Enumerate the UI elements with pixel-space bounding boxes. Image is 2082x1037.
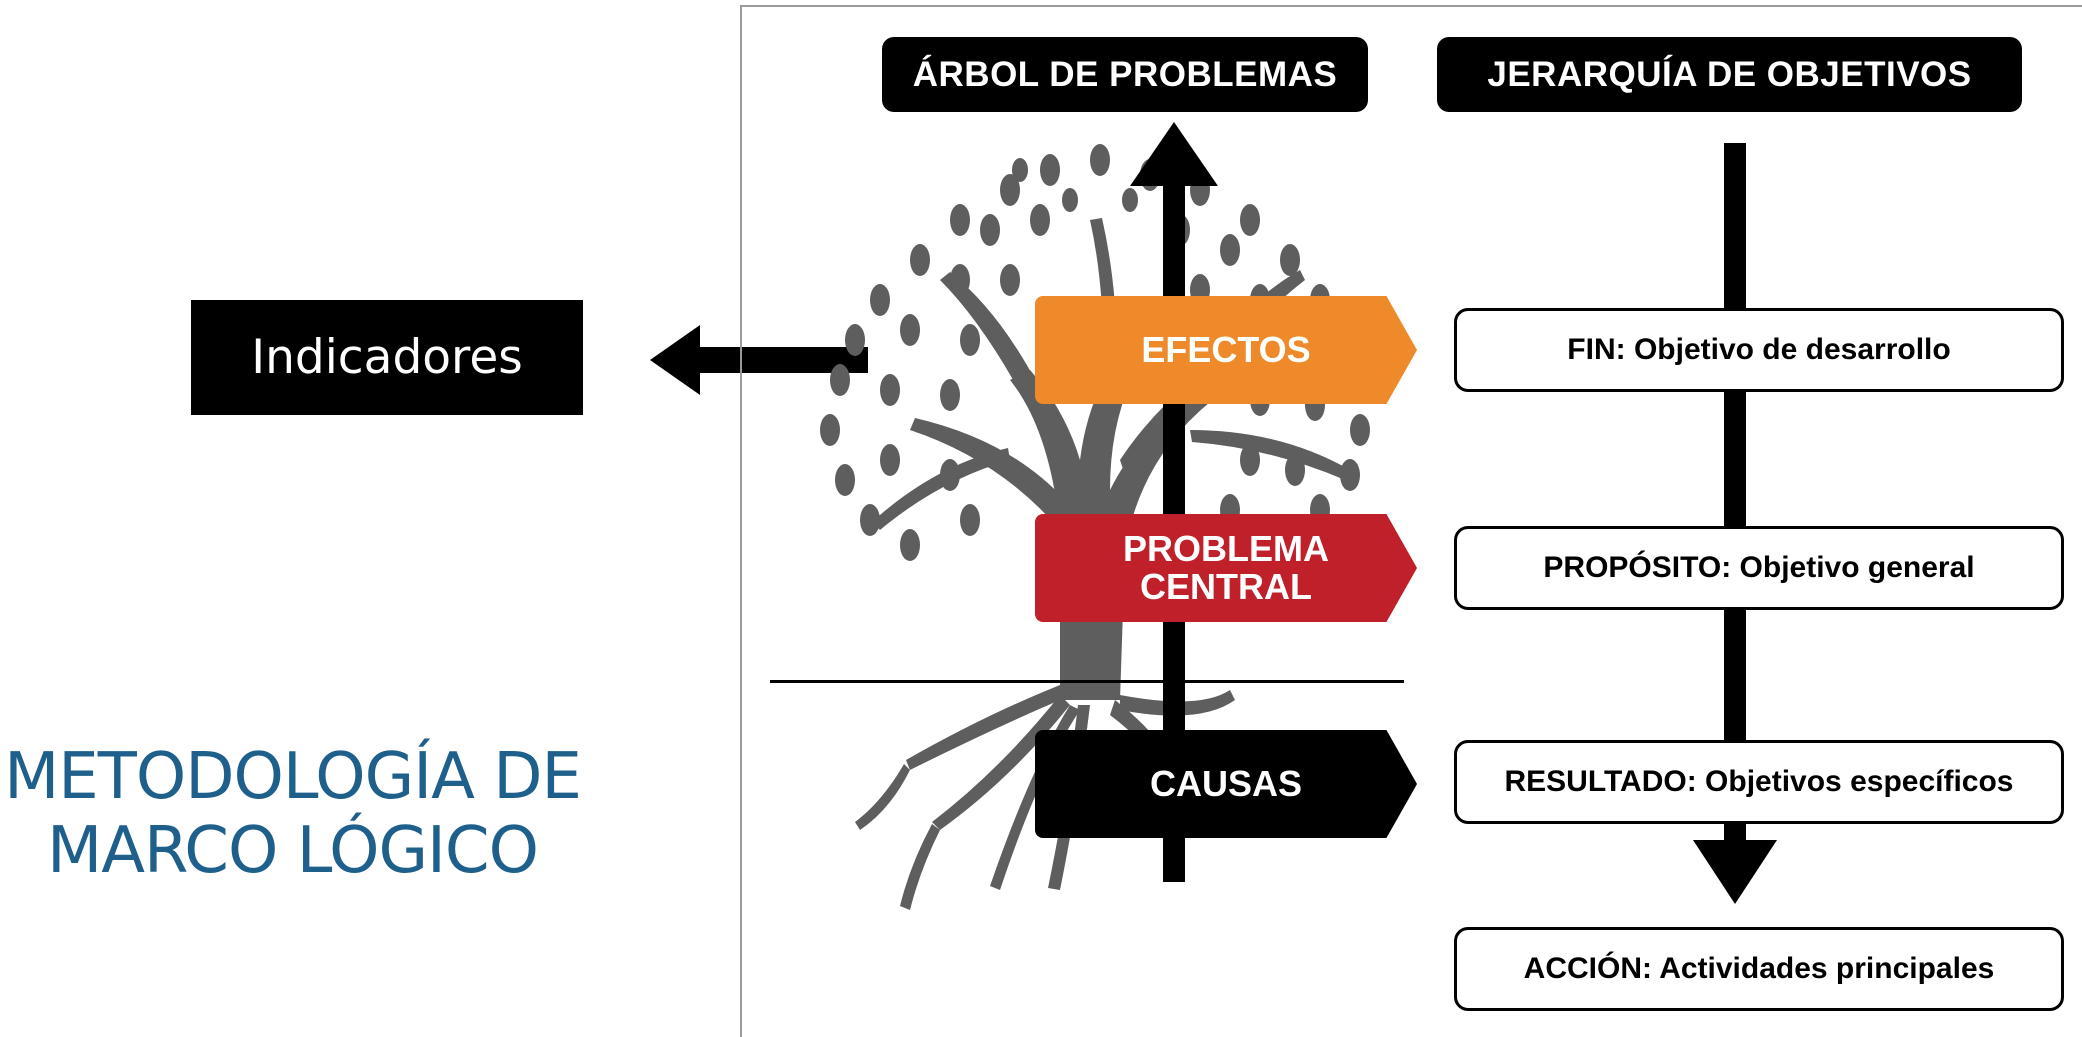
tag-efectos: EFECTOS bbox=[1035, 296, 1417, 404]
tag-problema-central: PROBLEMA CENTRAL bbox=[1035, 514, 1417, 622]
tag-problema-label: PROBLEMA CENTRAL bbox=[1123, 528, 1329, 607]
arrow-down-icon bbox=[1693, 840, 1777, 904]
page-title: METODOLOGÍA DE MARCO LÓGICO bbox=[0, 740, 585, 888]
indicadores-box: Indicadores bbox=[191, 300, 583, 415]
tag-causas: CAUSAS bbox=[1035, 730, 1417, 838]
ground-line bbox=[770, 680, 1404, 683]
arrow-left-icon bbox=[650, 325, 868, 395]
indicadores-label: Indicadores bbox=[251, 330, 523, 385]
header-jerarquia-objetivos: JERARQUÍA DE OBJETIVOS bbox=[1437, 37, 2022, 112]
objective-resultado-label: RESULTADO: Objetivos específicos bbox=[1504, 765, 2014, 798]
objective-proposito-label: PROPÓSITO: Objetivo general bbox=[1543, 551, 1975, 584]
header-jerarquia-label: JERARQUÍA DE OBJETIVOS bbox=[1487, 54, 1972, 94]
title-line-2: MARCO LÓGICO bbox=[47, 814, 539, 888]
objective-proposito: PROPÓSITO: Objetivo general bbox=[1454, 526, 2064, 610]
tag-causas-label: CAUSAS bbox=[1149, 763, 1302, 804]
header-arbol-label: ÁRBOL DE PROBLEMAS bbox=[912, 54, 1338, 94]
tag-efectos-label: EFECTOS bbox=[1141, 329, 1311, 370]
objective-resultado: RESULTADO: Objetivos específicos bbox=[1454, 740, 2064, 824]
diagram-panel bbox=[740, 5, 2082, 1037]
objective-fin-label: FIN: Objetivo de desarrollo bbox=[1567, 333, 1951, 366]
title-line-1: METODOLOGÍA DE bbox=[4, 740, 582, 814]
objective-accion-label: ACCIÓN: Actividades principales bbox=[1523, 952, 1995, 985]
objective-fin: FIN: Objetivo de desarrollo bbox=[1454, 308, 2064, 392]
arrow-up-icon bbox=[1130, 122, 1218, 186]
objective-accion: ACCIÓN: Actividades principales bbox=[1454, 927, 2064, 1011]
header-arbol-problemas: ÁRBOL DE PROBLEMAS bbox=[882, 37, 1368, 112]
